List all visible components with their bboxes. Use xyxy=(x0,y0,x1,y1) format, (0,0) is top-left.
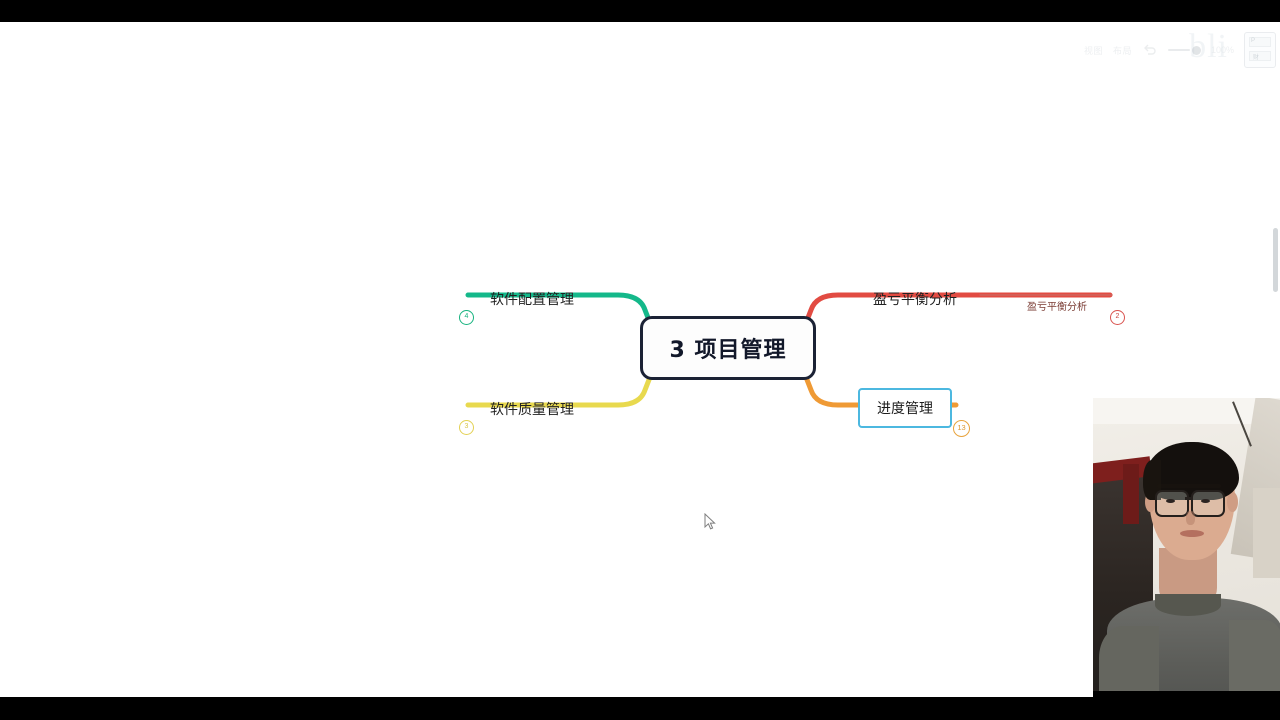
webcam-eye-right xyxy=(1201,499,1210,503)
mindmap-label-software-quality-management[interactable]: 软件质量管理 xyxy=(490,402,574,418)
webcam-right-panel-lower xyxy=(1253,488,1280,578)
minimap-label-bottom: 财 xyxy=(1253,55,1260,61)
mindmap-root-node[interactable]: 3 项目管理 xyxy=(640,316,816,380)
webcam-bottom-edge xyxy=(1093,691,1280,697)
minimap-row-top xyxy=(1249,37,1271,47)
webcam-shoulder-right xyxy=(1229,620,1280,697)
webcam-eye-left xyxy=(1166,499,1175,503)
webcam-collar xyxy=(1155,594,1221,616)
minimap-label-top: P xyxy=(1251,38,1256,44)
connector-software-quality-management xyxy=(465,369,655,408)
presenter-webcam-overlay[interactable] xyxy=(1093,398,1280,697)
toolbar-layout-label[interactable]: 布局 xyxy=(1112,45,1132,56)
toolbar-view-label[interactable]: 视图 xyxy=(1083,45,1103,56)
undo-icon[interactable] xyxy=(1142,42,1158,58)
minimap-card[interactable]: P 财 xyxy=(1244,32,1276,68)
webcam-mouth xyxy=(1180,530,1204,537)
node-badge-break-even-analysis[interactable]: 2 xyxy=(1110,310,1125,325)
webcam-glasses-right-lens xyxy=(1191,490,1225,517)
minimap-row-bottom xyxy=(1249,51,1271,61)
watermark-text: bli xyxy=(1189,28,1228,65)
vertical-scrollbar-thumb[interactable] xyxy=(1273,228,1278,292)
mindmap-node-schedule-management[interactable]: 进度管理 xyxy=(858,388,952,428)
zoom-level-label: 100% xyxy=(1210,45,1234,55)
mindmap-label-break-even-analysis[interactable]: 盈亏平衡分析 xyxy=(873,292,957,308)
mindmap-graph xyxy=(0,22,1280,697)
zoom-slider[interactable] xyxy=(1167,45,1201,55)
node-badge-software-configuration-management[interactable]: 4 xyxy=(459,310,474,325)
letterbox-bottom xyxy=(0,697,1280,720)
zoom-slider-knob[interactable] xyxy=(1191,45,1201,55)
webcam-glasses-bridge xyxy=(1185,497,1193,500)
zoom-slider-track xyxy=(1167,49,1190,51)
webcam-shoulder-left xyxy=(1099,626,1159,697)
node-badge-schedule-management[interactable]: 13 xyxy=(953,420,970,437)
mouse-cursor xyxy=(704,513,716,530)
webcam-glasses-left-lens xyxy=(1155,490,1189,517)
mindmap-node-schedule-management-label: 进度管理 xyxy=(877,401,933,417)
node-badge-software-quality-management[interactable]: 3 xyxy=(459,420,474,435)
floating-toolbar[interactable]: 视图 布局 100% P 财 xyxy=(1084,24,1276,76)
mindmap-canvas[interactable]: bli 视图 布局 100% P 财 xyxy=(0,22,1280,697)
webcam-ear-left xyxy=(1145,492,1156,512)
mindmap-connectors xyxy=(465,292,1113,408)
webcam-red-furniture-post xyxy=(1123,464,1139,524)
webcam-ceiling xyxy=(1093,398,1280,424)
connector-software-configuration-management xyxy=(465,292,655,331)
letterbox-top xyxy=(0,0,1280,22)
connector-break-even-analysis xyxy=(801,292,1113,331)
webcam-hair-side xyxy=(1143,460,1161,500)
connector-schedule-management xyxy=(801,369,959,408)
webcam-brow xyxy=(1157,484,1221,488)
mindmap-label-software-configuration-management[interactable]: 软件配置管理 xyxy=(490,292,574,308)
mindmap-sublabel-break-even-analysis[interactable]: 盈亏平衡分析 xyxy=(1027,302,1087,313)
webcam-nose xyxy=(1186,511,1195,525)
mindmap-root-label: 3 项目管理 xyxy=(669,338,787,363)
webcam-ear-right xyxy=(1227,492,1238,512)
